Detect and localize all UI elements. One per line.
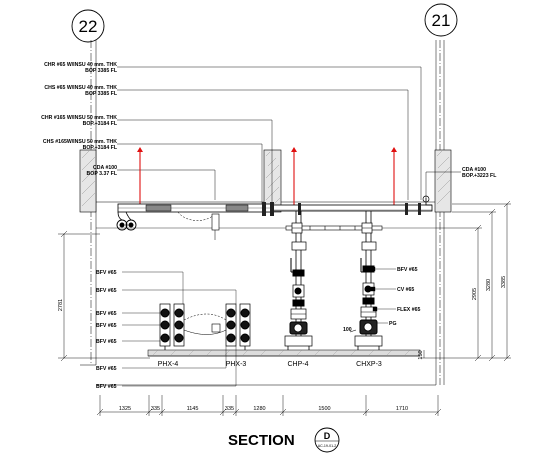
section-title-block: SECTION D AC-19-01-2 — [228, 427, 340, 453]
svg-text:BFV #65: BFV #65 — [96, 288, 117, 294]
pipe-label-chs-65: CHS #65 W/INSU 40 mm. THK BOP 3385 FL — [44, 85, 409, 200]
svg-text:100: 100 — [343, 327, 352, 333]
red-hangers — [137, 147, 397, 207]
pipe-label-chr-65: CHR #65 W/INSU 40 mm. THK BOP 3385 FL — [44, 62, 422, 200]
phx-assembly — [159, 303, 251, 350]
pipe-label-cda-100: CDA #100 BOP 3.37 FL — [87, 165, 216, 200]
svg-text:CHS #65 W/INSU 40 mm. THK: CHS #65 W/INSU 40 mm. THK — [44, 85, 117, 91]
equipment-chp-4: CHP-4 — [287, 361, 308, 368]
svg-text:BOP.+3223 FL: BOP.+3223 FL — [462, 173, 497, 179]
svg-text:CHR #65 W/INSU 40 mm. THK: CHR #65 W/INSU 40 mm. THK — [44, 62, 117, 68]
svg-text:BFV #65: BFV #65 — [96, 366, 117, 372]
svg-text:BOP 3385 FL: BOP 3385 FL — [85, 91, 118, 97]
right-valve-labels: BFV #65 CV #65 FLEX #65 PG 100 — [343, 266, 420, 333]
svg-text:3385: 3385 — [501, 276, 507, 288]
equipment-phx-4: PHX-4 — [158, 361, 179, 368]
pump-chp-4-assembly — [284, 241, 313, 350]
dim-left: 2781 — [58, 230, 150, 362]
svg-text:BFV #65: BFV #65 — [96, 323, 117, 329]
svg-text:BFV #65: BFV #65 — [96, 384, 117, 390]
svg-text:335: 335 — [151, 406, 160, 412]
svg-text:1325: 1325 — [119, 406, 131, 412]
equipment-phx-3: PHX-3 — [226, 361, 247, 368]
grid-bubble-21: 21 — [424, 3, 458, 385]
svg-text:PG: PG — [389, 321, 397, 327]
equipment-chxp-3: CHXP-3 — [356, 361, 382, 368]
grid-label-22: 22 — [79, 17, 98, 36]
svg-text:3280: 3280 — [486, 279, 492, 291]
svg-text:FLEX #65: FLEX #65 — [397, 307, 420, 313]
svg-text:BFV #65: BFV #65 — [96, 311, 117, 317]
svg-text:CHS #165W/INSU 50 mm. THK: CHS #165W/INSU 50 mm. THK — [43, 139, 117, 145]
left-valve-labels: BFV #65 BFV #65 BFV #65 BFV #65 BFV #65 … — [96, 270, 237, 390]
pipe-label-chs-165: CHS #165W/INSU 50 mm. THK BOP.+3184 FL — [43, 139, 263, 207]
section-sheet: AC-19-01-2 — [318, 444, 337, 448]
svg-text:2781: 2781 — [58, 299, 64, 311]
dim-bottom: 1325 335 1145 335 1280 1500 1710 — [96, 395, 442, 416]
grid-label-21: 21 — [432, 11, 451, 30]
equipment-labels: PHX-4 PHX-3 CHP-4 CHXP-3 — [158, 361, 382, 368]
dim-right: 2905 3280 3385 150 — [418, 200, 511, 362]
header-pipes — [116, 195, 433, 240]
svg-text:BOP 3.37 FL: BOP 3.37 FL — [87, 171, 118, 177]
pipe-label-cda-right: CDA #100 BOP.+3223 FL — [425, 167, 497, 198]
svg-text:CDA #100: CDA #100 — [462, 167, 486, 173]
svg-text:1145: 1145 — [187, 406, 199, 412]
section-letter: D — [324, 431, 331, 441]
svg-text:1280: 1280 — [253, 406, 265, 412]
svg-text:CV #65: CV #65 — [397, 287, 414, 293]
svg-text:CHR #165 W/INSU 50 mm. THK: CHR #165 W/INSU 50 mm. THK — [41, 115, 117, 121]
wall-hatch — [81, 150, 451, 209]
svg-text:BOP.+3184 FL: BOP.+3184 FL — [83, 121, 118, 127]
section-tag-icon — [314, 427, 340, 453]
svg-text:1710: 1710 — [396, 406, 408, 412]
pipe-label-chr-165: CHR #165 W/INSU 50 mm. THK BOP.+3184 FL — [41, 115, 273, 205]
svg-text:BOP 3385 FL: BOP 3385 FL — [85, 68, 118, 74]
svg-text:150: 150 — [418, 350, 424, 359]
svg-text:BOP.+3184 FL: BOP.+3184 FL — [83, 145, 118, 151]
svg-text:1500: 1500 — [318, 406, 330, 412]
svg-text:CDA #100: CDA #100 — [93, 165, 117, 171]
svg-text:2905: 2905 — [472, 288, 478, 300]
svg-text:BFV #65: BFV #65 — [397, 267, 418, 273]
svg-text:BFV #65: BFV #65 — [96, 339, 117, 345]
section-title: SECTION — [228, 432, 295, 449]
room-outline — [79, 149, 452, 386]
slab-hatch — [151, 349, 411, 357]
svg-text:BFV #65: BFV #65 — [96, 270, 117, 276]
svg-text:335: 335 — [225, 406, 234, 412]
